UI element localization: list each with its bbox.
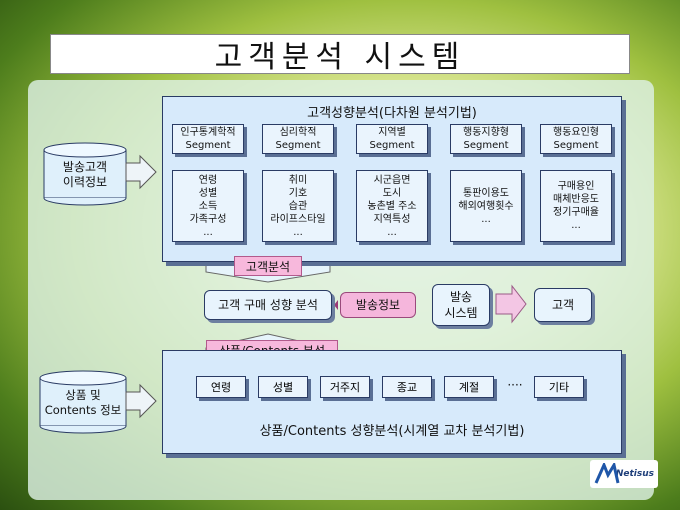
logo-mark-icon — [594, 463, 620, 484]
arrow-icon — [125, 154, 157, 190]
purchase-propensity-analysis: 고객 구매 성향 분석 — [204, 290, 332, 320]
logo: Netisus — [590, 460, 658, 488]
logo-text: Netisus — [615, 469, 654, 479]
attr-other: 기타 — [534, 376, 584, 398]
arrow-icon — [334, 300, 338, 310]
send-info-box: 발송정보 — [340, 292, 416, 318]
attr-age: 연령 — [196, 376, 246, 398]
customer-analysis-label: 고객분석 — [234, 256, 302, 276]
arrow-icon — [125, 383, 157, 419]
attr-gender: 성별 — [258, 376, 308, 398]
page-title: 고객분석 시스템 — [50, 34, 630, 75]
arrow-icon — [495, 284, 527, 324]
db-cylinder-top-icon — [43, 142, 127, 206]
customer-propensity-title: 고객성향분석(다차원 분석기법) — [307, 106, 477, 121]
attr-residence: 거주지 — [320, 376, 370, 398]
product-propensity-box — [162, 350, 622, 454]
attr-ellipsis: ···· — [507, 378, 523, 392]
attr-religion: 종교 — [382, 376, 432, 398]
attr-season: 계절 — [444, 376, 494, 398]
product-propensity-caption: 상품/Contents 성향분석(시계열 교차 분석기법) — [259, 424, 525, 439]
customer-box: 고객 — [534, 288, 592, 322]
